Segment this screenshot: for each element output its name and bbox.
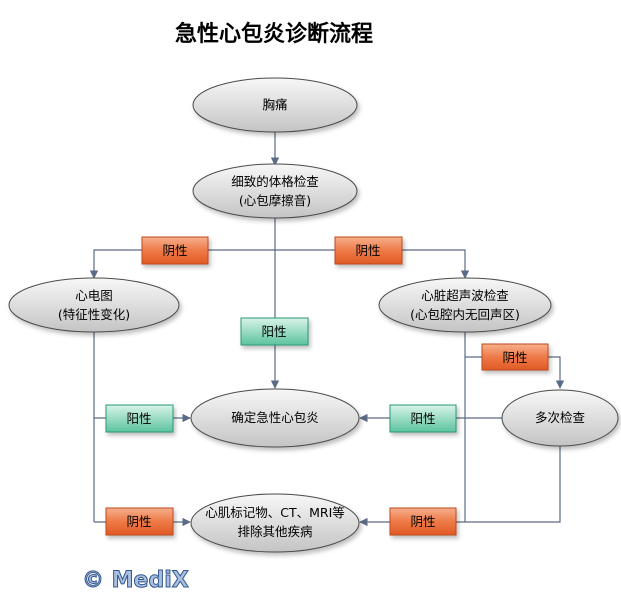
node-echo-line1: 心脏超声波检查 [421, 288, 509, 303]
node-confirm [190, 388, 360, 448]
label-neg-ecg-text: 阴性 [126, 514, 151, 529]
label-pos-ecg-text: 阳性 [126, 411, 151, 426]
node-ecg-line2: (特征性变化) [58, 307, 130, 322]
node-physical-exam-line1: 细致的体格检查 [231, 174, 319, 189]
node-echo [378, 277, 552, 333]
edge-repeat-markers [465, 446, 561, 523]
label-neg-echo-repeat [481, 343, 549, 371]
label-neg-repeat-text: 阴性 [410, 514, 435, 529]
node-physical-exam [192, 163, 358, 219]
label-neg-exam-ecg-text: 阴性 [162, 243, 187, 258]
node-markers-line2: 排除其他疾病 [237, 524, 312, 539]
label-neg-echo-repeat-text: 阴性 [502, 350, 527, 365]
label-pos-echo [389, 404, 457, 433]
edge-exam-ecg [89, 249, 275, 279]
node-ecg [8, 277, 180, 333]
label-neg-exam-ecg [141, 236, 209, 265]
label-neg-exam-echo-text: 阴性 [355, 243, 380, 258]
node-chest-pain [192, 77, 358, 133]
label-pos-ecg [105, 404, 174, 433]
label-neg-ecg [105, 507, 174, 536]
node-ecg-line1: 心电图 [75, 288, 113, 303]
watermark: © MediX [82, 568, 189, 592]
node-markers [190, 493, 360, 553]
node-physical-exam-line2: (心包摩擦音) [239, 193, 311, 208]
node-markers-line1: 心肌标记物、CT、MRI等 [205, 505, 345, 520]
label-pos-exam-text: 阳性 [261, 324, 286, 339]
node-echo-line2: (心包腔内无回声区) [410, 307, 520, 322]
diagram-title: 急性心包炎诊断流程 [175, 21, 373, 47]
label-neg-exam-echo [334, 236, 403, 265]
node-repeat [501, 389, 619, 447]
label-neg-repeat [389, 507, 457, 536]
node-chest-pain-label: 胸痛 [262, 97, 287, 112]
node-repeat-label: 多次检查 [535, 410, 586, 425]
label-pos-exam [240, 317, 309, 346]
label-pos-echo-text: 阳性 [410, 411, 435, 426]
node-confirm-label: 确定急性心包炎 [231, 410, 319, 425]
